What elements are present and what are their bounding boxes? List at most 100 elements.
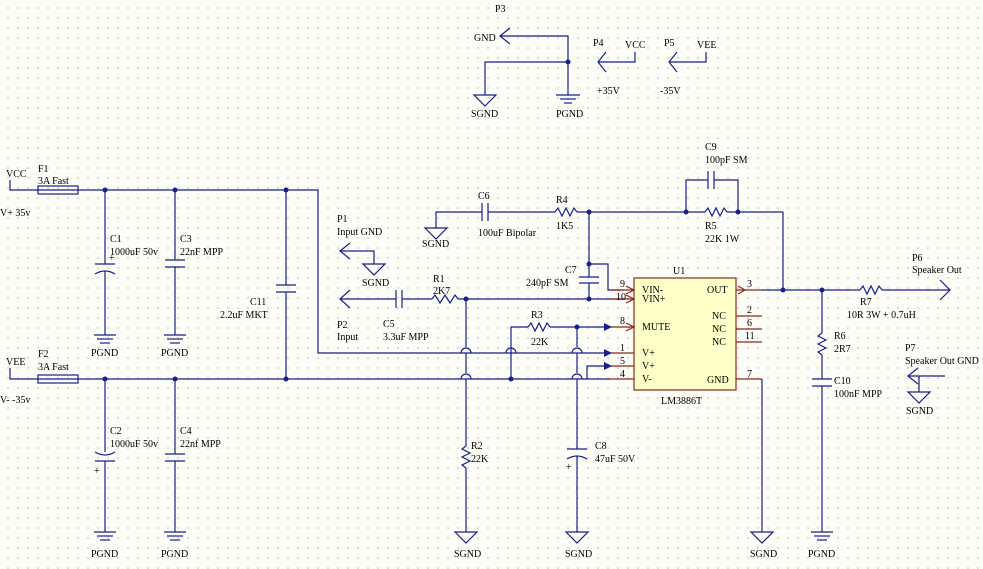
c7-value: 240pF SM <box>526 278 569 289</box>
junction-dot <box>508 376 514 382</box>
pin-4-number: 4 <box>620 369 625 380</box>
output-arrow-icon <box>737 285 747 295</box>
pin-vminus-label: V- <box>642 374 652 385</box>
capacitor-c10 <box>812 378 832 387</box>
pgnd-symbol-icon <box>556 94 580 104</box>
c6-sgnd-label: SGND <box>422 239 449 250</box>
resistor-r7 <box>859 284 883 296</box>
p3-label: GND <box>474 33 496 44</box>
crossover-hop <box>571 373 583 380</box>
svg-text:+: + <box>109 253 115 264</box>
pin-out-label: OUT <box>707 285 728 296</box>
p7-ref: P7 <box>905 343 916 354</box>
p4-wire <box>598 52 636 63</box>
c11-value: 2.2uF MKT <box>220 310 268 321</box>
svg-text:+: + <box>566 462 572 473</box>
c9-wire-right <box>714 179 739 212</box>
sgnd-symbol-icon <box>423 227 449 240</box>
pin5-wire <box>586 365 610 379</box>
resistor-r2 <box>460 445 472 469</box>
r7-value: 10R 3W + 0.7uH <box>847 310 916 321</box>
wire-arrow-icon <box>604 323 612 331</box>
r5-ref: R5 <box>705 221 717 232</box>
r6-value: 2R7 <box>834 344 851 355</box>
r3-value: 22K <box>531 337 549 348</box>
c4-value: 22nf MPP <box>180 439 221 450</box>
ic-sgnd-label: SGND <box>750 549 777 560</box>
resistor-r1 <box>431 293 459 305</box>
c1-ref: C1 <box>110 234 122 245</box>
c8-ref: C8 <box>595 441 607 452</box>
p6-label: Speaker Out <box>912 265 962 276</box>
sgnd-symbol-icon <box>749 531 775 544</box>
p5-label: VEE <box>697 40 716 51</box>
pin-1-number: 1 <box>620 343 625 354</box>
r7-ref: R7 <box>860 297 872 308</box>
u1-ref: U1 <box>673 266 685 277</box>
supply-section: VCC V+ 35v F1 3A Fast VEE V- -35v F2 3A … <box>0 164 610 560</box>
p6-arrow-icon <box>939 279 951 301</box>
mute-section: R3 22K + C8 47uF 50V SGND <box>505 310 636 560</box>
vcc-voltage-label: V+ 35v <box>0 208 30 219</box>
f1-ref: F1 <box>38 164 49 175</box>
sgnd-symbol-icon <box>564 531 590 544</box>
crossover-hop <box>571 347 583 354</box>
ic-body <box>633 277 737 391</box>
capacitor-c3 <box>164 190 186 344</box>
power-connectors: P3 GND SGND PGND P4 VCC +35V P5 VEE -35V <box>471 4 716 120</box>
p1-ref: P1 <box>337 214 348 225</box>
pin-gnd-label: GND <box>707 375 729 386</box>
pin-vplus-label-1: V+ <box>642 348 655 359</box>
r4-ref: R4 <box>556 195 568 206</box>
sgnd-label: SGND <box>471 109 498 120</box>
f2-ref: F2 <box>38 349 49 360</box>
r2-value: 22K <box>471 454 489 465</box>
c8-sgnd-label: SGND <box>565 549 592 560</box>
input-section: P1 Input GND SGND P2 Input C5 3.3uF MPP … <box>337 214 624 560</box>
f2-value: 3A Fast <box>38 362 69 373</box>
pin-nc-label-2: NC <box>712 311 726 322</box>
p1-sgnd-label: SGND <box>362 278 389 289</box>
c4-ref: C4 <box>180 426 192 437</box>
pin-7-number: 7 <box>747 369 752 380</box>
c5-value: 3.3uF MPP <box>383 332 429 343</box>
u1-value: LM3886T <box>661 396 702 407</box>
capacitor-c11 <box>276 284 296 379</box>
vcc-net-label: VCC <box>6 169 27 180</box>
c2-pgnd-label: PGND <box>91 549 118 560</box>
p3-ref: P3 <box>495 4 506 15</box>
vee-lead <box>9 368 38 380</box>
sgnd-symbol-icon <box>906 391 932 404</box>
wire-arrow-icon <box>604 362 612 370</box>
c9-value: 100pF SM <box>705 155 748 166</box>
resistor-r5 <box>704 206 728 218</box>
pgnd-symbol-icon <box>811 531 833 541</box>
r2-ref: R2 <box>471 441 483 452</box>
vee-net-label: VEE <box>6 357 25 368</box>
p4-label: VCC <box>625 40 646 51</box>
p1-wire <box>340 250 375 264</box>
capacitor-c1: + <box>94 190 116 344</box>
capacitor-c9 <box>707 171 715 189</box>
junction-dot <box>102 376 108 382</box>
c9-ref: C9 <box>705 142 717 153</box>
p5-ref: P5 <box>664 38 675 49</box>
crossover-hop <box>460 347 472 354</box>
resistor-r4 <box>554 206 578 218</box>
pin-nc-label-11: NC <box>712 337 726 348</box>
c11-ref: C11 <box>250 297 266 308</box>
crossover-hop <box>505 347 517 354</box>
input-arrow-icon <box>625 285 636 295</box>
capacitor-c5 <box>395 290 432 308</box>
r3-wire-left <box>510 326 528 379</box>
sgnd-symbol-icon <box>453 531 479 544</box>
c6-ground-wire <box>435 211 482 228</box>
input-arrow-icon <box>625 294 636 304</box>
c10-ref: C10 <box>834 376 851 387</box>
p7-wire <box>908 375 945 392</box>
pin-2-number: 2 <box>747 305 752 316</box>
p5-value: -35V <box>660 86 681 97</box>
capacitor-c4 <box>164 379 186 541</box>
r5-value: 22K 1W <box>705 234 740 245</box>
p1-label: Input GND <box>337 227 382 238</box>
